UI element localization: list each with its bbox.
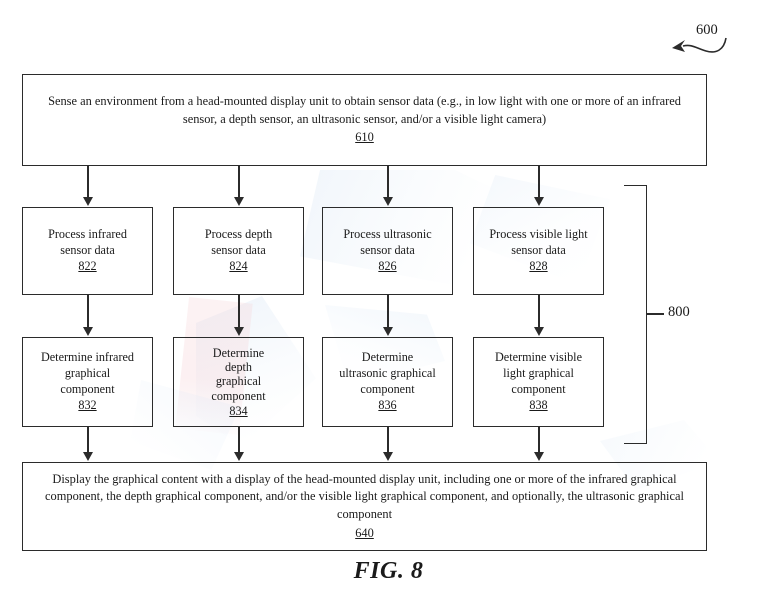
step-box-838-line1: Determine visible — [495, 349, 582, 364]
connector-610-to-826 — [387, 166, 389, 198]
step-box-838-line3: component — [511, 381, 566, 396]
step-box-822[interactable]: Process infrared sensor data 822 — [22, 207, 153, 295]
step-box-826-line2: sensor data — [360, 242, 415, 257]
step-box-832-content: Determine infrared graphical component 8… — [23, 350, 152, 414]
step-box-822-ref: 822 — [78, 259, 97, 274]
step-box-822-content: Process infrared sensor data 822 — [23, 227, 152, 276]
step-box-834-line4: component — [211, 388, 266, 403]
step-box-826[interactable]: Process ultrasonic sensor data 826 — [322, 207, 453, 295]
step-box-826-line1: Process ultrasonic — [343, 226, 432, 241]
step-box-826-content: Process ultrasonic sensor data 826 — [323, 227, 452, 276]
step-box-832-line1: Determine infrared — [40, 349, 135, 364]
step-box-836-line2: ultrasonic graphical — [339, 365, 436, 380]
step-box-828-line1: Process visible light — [489, 226, 588, 241]
connector-838-to-640 — [538, 427, 540, 454]
group-bracket-800-tick — [647, 313, 664, 315]
connector-610-to-822 — [87, 166, 89, 198]
step-box-828-content: Process visible light sensor data 828 — [474, 227, 603, 276]
step-box-834-content: Determine depth graphical component 834 — [174, 346, 303, 418]
step-box-824-line2: sensor data — [211, 242, 266, 257]
step-box-640-line3: optionally, the ultrasonic graphical com… — [336, 489, 684, 521]
arrowhead-834-to-640-icon — [234, 452, 244, 461]
step-box-834-line2: depth — [224, 360, 253, 375]
arrowhead-822-to-832-icon — [83, 327, 93, 336]
step-box-824-line1: Process depth — [204, 226, 273, 241]
step-box-610-line2: of an infrared sensor, a depth sensor, a… — [182, 94, 681, 126]
step-box-838[interactable]: Determine visible light graphical compon… — [473, 337, 604, 427]
step-box-822-line2: sensor data — [60, 242, 115, 257]
connector-824-to-834 — [238, 295, 240, 328]
reference-numeral-800: 800 — [668, 304, 690, 320]
arrowhead-832-to-640-icon — [83, 452, 93, 461]
figure-caption: FIG. 8 — [353, 558, 424, 584]
connector-826-to-836 — [387, 295, 389, 328]
step-box-832-ref: 832 — [78, 398, 97, 413]
connector-832-to-640 — [87, 427, 89, 454]
step-box-834[interactable]: Determine depth graphical component 834 — [173, 337, 304, 427]
step-box-838-ref: 838 — [529, 398, 548, 413]
connector-834-to-640 — [238, 427, 240, 454]
step-box-824-ref: 824 — [229, 259, 248, 274]
step-box-836-ref: 836 — [378, 398, 397, 413]
step-box-834-line3: graphical — [215, 374, 262, 389]
step-box-822-line1: Process infrared — [48, 226, 127, 241]
step-box-828-line2: sensor data — [511, 242, 566, 257]
step-box-832[interactable]: Determine infrared graphical component 8… — [22, 337, 153, 427]
step-box-610-line1: Sense an environment from a head-mounted… — [48, 94, 611, 109]
step-box-826-ref: 826 — [378, 259, 397, 274]
step-box-836-line3: component — [360, 381, 415, 396]
connector-610-to-828 — [538, 166, 540, 198]
group-bracket-800 — [624, 185, 647, 444]
step-box-640-content: Display the graphical content with a dis… — [23, 471, 706, 542]
arrowhead-828-to-838-icon — [534, 327, 544, 336]
arrowhead-610-to-826-icon — [383, 197, 393, 206]
arrowhead-610-to-824-icon — [234, 197, 244, 206]
step-box-832-line3: component — [60, 381, 115, 396]
reference-numeral-600: 600 — [696, 22, 718, 38]
step-box-838-content: Determine visible light graphical compon… — [474, 350, 603, 414]
connector-610-to-824 — [238, 166, 240, 198]
arrowhead-610-to-822-icon — [83, 197, 93, 206]
step-box-834-line1: Determine — [212, 346, 265, 361]
step-box-828-ref: 828 — [529, 259, 548, 274]
step-box-834-ref: 834 — [229, 403, 248, 418]
step-box-824[interactable]: Process depth sensor data 824 — [173, 207, 304, 295]
step-box-838-line2: light graphical — [503, 365, 574, 380]
step-box-610-content: Sense an environment from a head-mounted… — [23, 93, 706, 147]
connector-822-to-832 — [87, 295, 89, 328]
step-box-836-content: Determine ultrasonic graphical component… — [323, 350, 452, 414]
connector-828-to-838 — [538, 295, 540, 328]
step-box-640-line1: Display the graphical content with a dis… — [52, 471, 586, 486]
lead-line-600-icon — [672, 37, 727, 53]
arrowhead-610-to-828-icon — [534, 197, 544, 206]
arrowhead-826-to-836-icon — [383, 327, 393, 336]
arrowhead-824-to-834-icon — [234, 327, 244, 336]
arrowhead-836-to-640-icon — [383, 452, 393, 461]
step-box-640-ref: 640 — [355, 525, 374, 540]
step-box-610[interactable]: Sense an environment from a head-mounted… — [22, 74, 707, 166]
step-box-640[interactable]: Display the graphical content with a dis… — [22, 462, 707, 551]
step-box-828[interactable]: Process visible light sensor data 828 — [473, 207, 604, 295]
step-box-824-content: Process depth sensor data 824 — [174, 227, 303, 276]
step-box-836-line1: Determine — [361, 349, 414, 364]
step-box-836[interactable]: Determine ultrasonic graphical component… — [322, 337, 453, 427]
step-box-610-ref: 610 — [355, 130, 374, 145]
step-box-640-line2: infrared graphical component, the depth … — [45, 471, 677, 504]
step-box-832-line2: graphical — [64, 365, 111, 380]
arrowhead-838-to-640-icon — [534, 452, 544, 461]
connector-836-to-640 — [387, 427, 389, 454]
